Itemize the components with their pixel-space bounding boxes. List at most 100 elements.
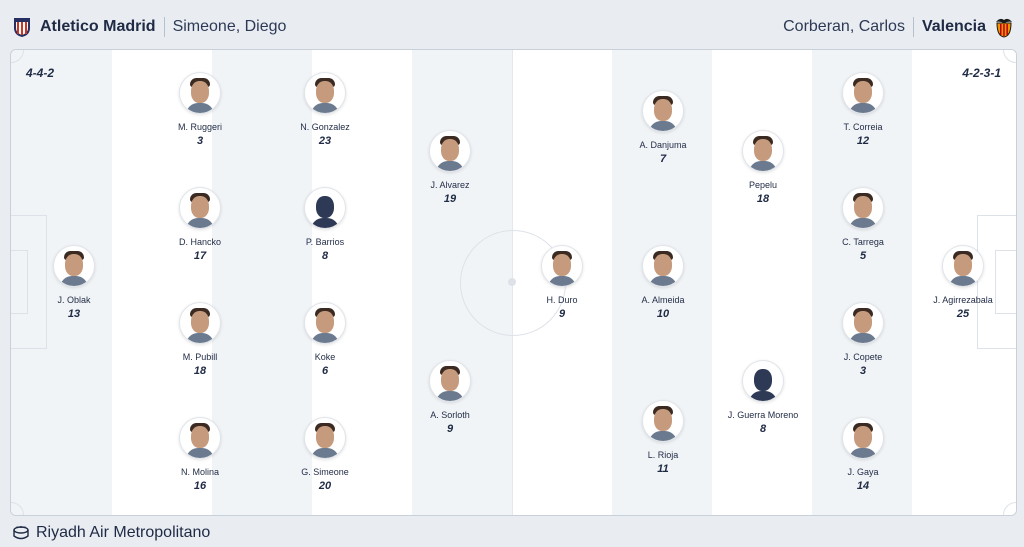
- avatar-body: [436, 161, 464, 171]
- away-team-header[interactable]: Corberan, Carlos Valencia: [783, 12, 1014, 42]
- player-name[interactable]: M. Ruggeri: [177, 122, 222, 132]
- player-name[interactable]: L. Rioja: [647, 450, 679, 460]
- player-number: 23: [318, 135, 332, 147]
- avatar-face: [191, 426, 209, 448]
- player-name[interactable]: C. Tarrega: [842, 237, 884, 247]
- player-avatar[interactable]: [179, 417, 221, 459]
- player-avatar[interactable]: [942, 245, 984, 287]
- player-avatar[interactable]: [842, 72, 884, 114]
- player-name[interactable]: H. Duro: [546, 295, 578, 305]
- avatar-face: [316, 311, 334, 333]
- player-name[interactable]: N. Gonzalez: [300, 122, 350, 132]
- away-player[interactable]: A. Almeida 10: [603, 245, 723, 320]
- player-name[interactable]: J. Alvarez: [430, 180, 470, 190]
- avatar-body: [186, 333, 214, 343]
- center-spot: [508, 278, 516, 286]
- lineup-header: Atletico Madrid Simeone, Diego Corberan,…: [0, 0, 1024, 50]
- avatar-body: [949, 276, 977, 286]
- player-number: 9: [558, 308, 566, 320]
- player-avatar[interactable]: [642, 90, 684, 132]
- avatar-body: [649, 276, 677, 286]
- player-avatar[interactable]: [429, 360, 471, 402]
- player-name[interactable]: G. Simeone: [301, 467, 349, 477]
- player-avatar[interactable]: [429, 130, 471, 172]
- player-avatar[interactable]: [642, 245, 684, 287]
- away-player[interactable]: H. Duro 9: [502, 245, 622, 320]
- player-avatar[interactable]: [304, 72, 346, 114]
- pitch-stripe: [212, 50, 312, 515]
- player-avatar[interactable]: [842, 417, 884, 459]
- player-name[interactable]: J. Copete: [843, 352, 883, 362]
- avatar-face: [191, 196, 209, 218]
- player-name[interactable]: J. Guerra Moreno: [727, 410, 799, 420]
- home-formation: 4-4-2: [26, 66, 55, 80]
- player-avatar[interactable]: [179, 187, 221, 229]
- home-player[interactable]: N. Gonzalez 23: [265, 72, 385, 147]
- player-avatar[interactable]: [742, 360, 784, 402]
- player-avatar[interactable]: [842, 187, 884, 229]
- player-avatar[interactable]: [53, 245, 95, 287]
- avatar-body: [649, 121, 677, 131]
- player-avatar[interactable]: [541, 245, 583, 287]
- player-name[interactable]: M. Pubill: [182, 352, 218, 362]
- avatar-body: [311, 448, 339, 458]
- player-name[interactable]: J. Agirrezabala: [933, 295, 993, 305]
- away-coach-name[interactable]: Corberan, Carlos: [783, 18, 905, 35]
- home-player[interactable]: Koke 6: [265, 302, 385, 377]
- avatar-face: [191, 81, 209, 103]
- player-avatar[interactable]: [179, 302, 221, 344]
- player-avatar[interactable]: [742, 130, 784, 172]
- player-avatar[interactable]: [642, 400, 684, 442]
- home-team-header[interactable]: Atletico Madrid Simeone, Diego: [12, 12, 286, 42]
- player-avatar[interactable]: [179, 72, 221, 114]
- away-player[interactable]: A. Danjuma 7: [603, 90, 723, 165]
- player-name[interactable]: J. Gaya: [847, 467, 879, 477]
- avatar-face: [441, 139, 459, 161]
- home-player[interactable]: M. Pubill 18: [140, 302, 260, 377]
- player-avatar[interactable]: [842, 302, 884, 344]
- avatar-body: [849, 103, 877, 113]
- player-name[interactable]: A. Almeida: [641, 295, 685, 305]
- avatar-body: [186, 103, 214, 113]
- player-name[interactable]: Pepelu: [748, 180, 778, 190]
- avatar-body: [311, 218, 339, 228]
- player-name[interactable]: Koke: [314, 352, 336, 362]
- player-number: 10: [656, 308, 670, 320]
- player-avatar[interactable]: [304, 187, 346, 229]
- home-team-name[interactable]: Atletico Madrid: [40, 18, 156, 35]
- avatar-face: [316, 426, 334, 448]
- header-divider: [163, 17, 165, 37]
- player-name[interactable]: N. Molina: [180, 467, 219, 477]
- away-team-name[interactable]: Valencia: [921, 18, 986, 35]
- home-coach-name[interactable]: Simeone, Diego: [172, 18, 287, 35]
- avatar-body: [749, 391, 777, 401]
- player-name[interactable]: P. Barrios: [305, 237, 345, 247]
- player-name[interactable]: A. Danjuma: [639, 140, 687, 150]
- player-name[interactable]: J. Oblak: [57, 295, 91, 305]
- player-name[interactable]: T. Correia: [843, 122, 883, 132]
- player-avatar[interactable]: [304, 417, 346, 459]
- player-number: 7: [659, 153, 667, 165]
- player-number: 6: [321, 365, 329, 377]
- atletico-crest-icon: [14, 18, 30, 37]
- player-avatar[interactable]: [304, 302, 346, 344]
- player-name[interactable]: A. Sorloth: [430, 410, 470, 420]
- player-number: 18: [193, 365, 207, 377]
- player-name[interactable]: D. Hancko: [178, 237, 222, 247]
